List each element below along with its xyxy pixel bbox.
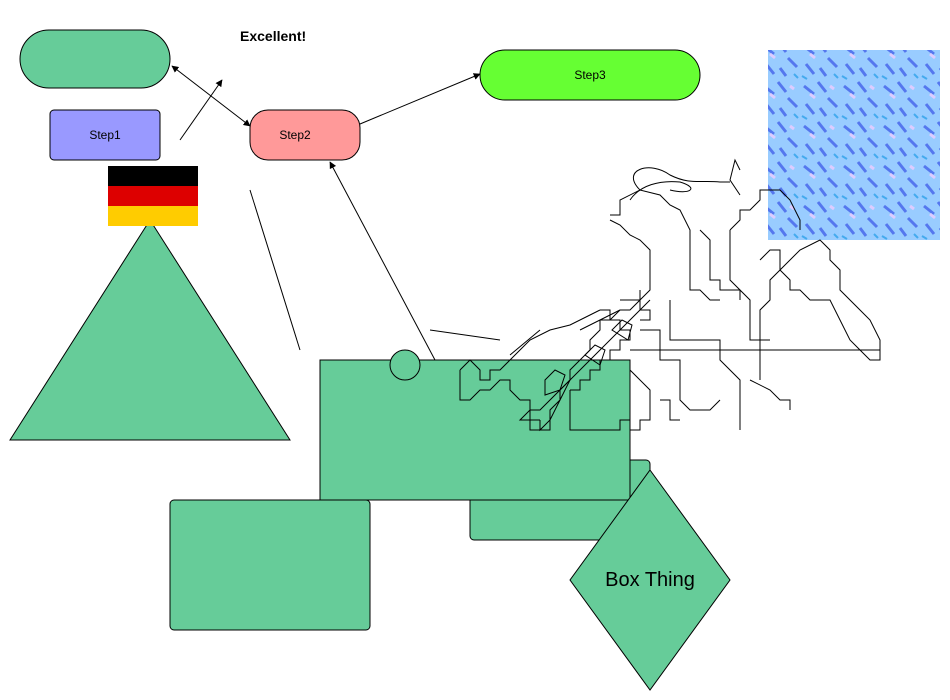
line-free-1[interactable] bbox=[249, 189, 301, 351]
germany-flag-icon bbox=[108, 166, 198, 226]
arrow-step2-step3[interactable] bbox=[359, 73, 481, 125]
line-free-3[interactable] bbox=[509, 329, 541, 356]
step1-node[interactable] bbox=[49, 109, 161, 161]
green-box-bottom-left[interactable] bbox=[169, 499, 371, 631]
green-pill[interactable] bbox=[19, 29, 171, 89]
box-thing-diamond[interactable] bbox=[569, 469, 731, 691]
green-circle[interactable] bbox=[389, 349, 421, 381]
water-texture-image bbox=[768, 50, 940, 240]
line-free-2[interactable] bbox=[429, 329, 501, 341]
freehand-map-drawing[interactable] bbox=[459, 158, 881, 432]
arrow-up-free[interactable] bbox=[179, 79, 223, 141]
step3-node[interactable] bbox=[479, 49, 701, 101]
step2-node[interactable] bbox=[249, 109, 361, 161]
arrow-box-step2[interactable] bbox=[329, 161, 436, 361]
green-triangle[interactable] bbox=[9, 219, 291, 441]
